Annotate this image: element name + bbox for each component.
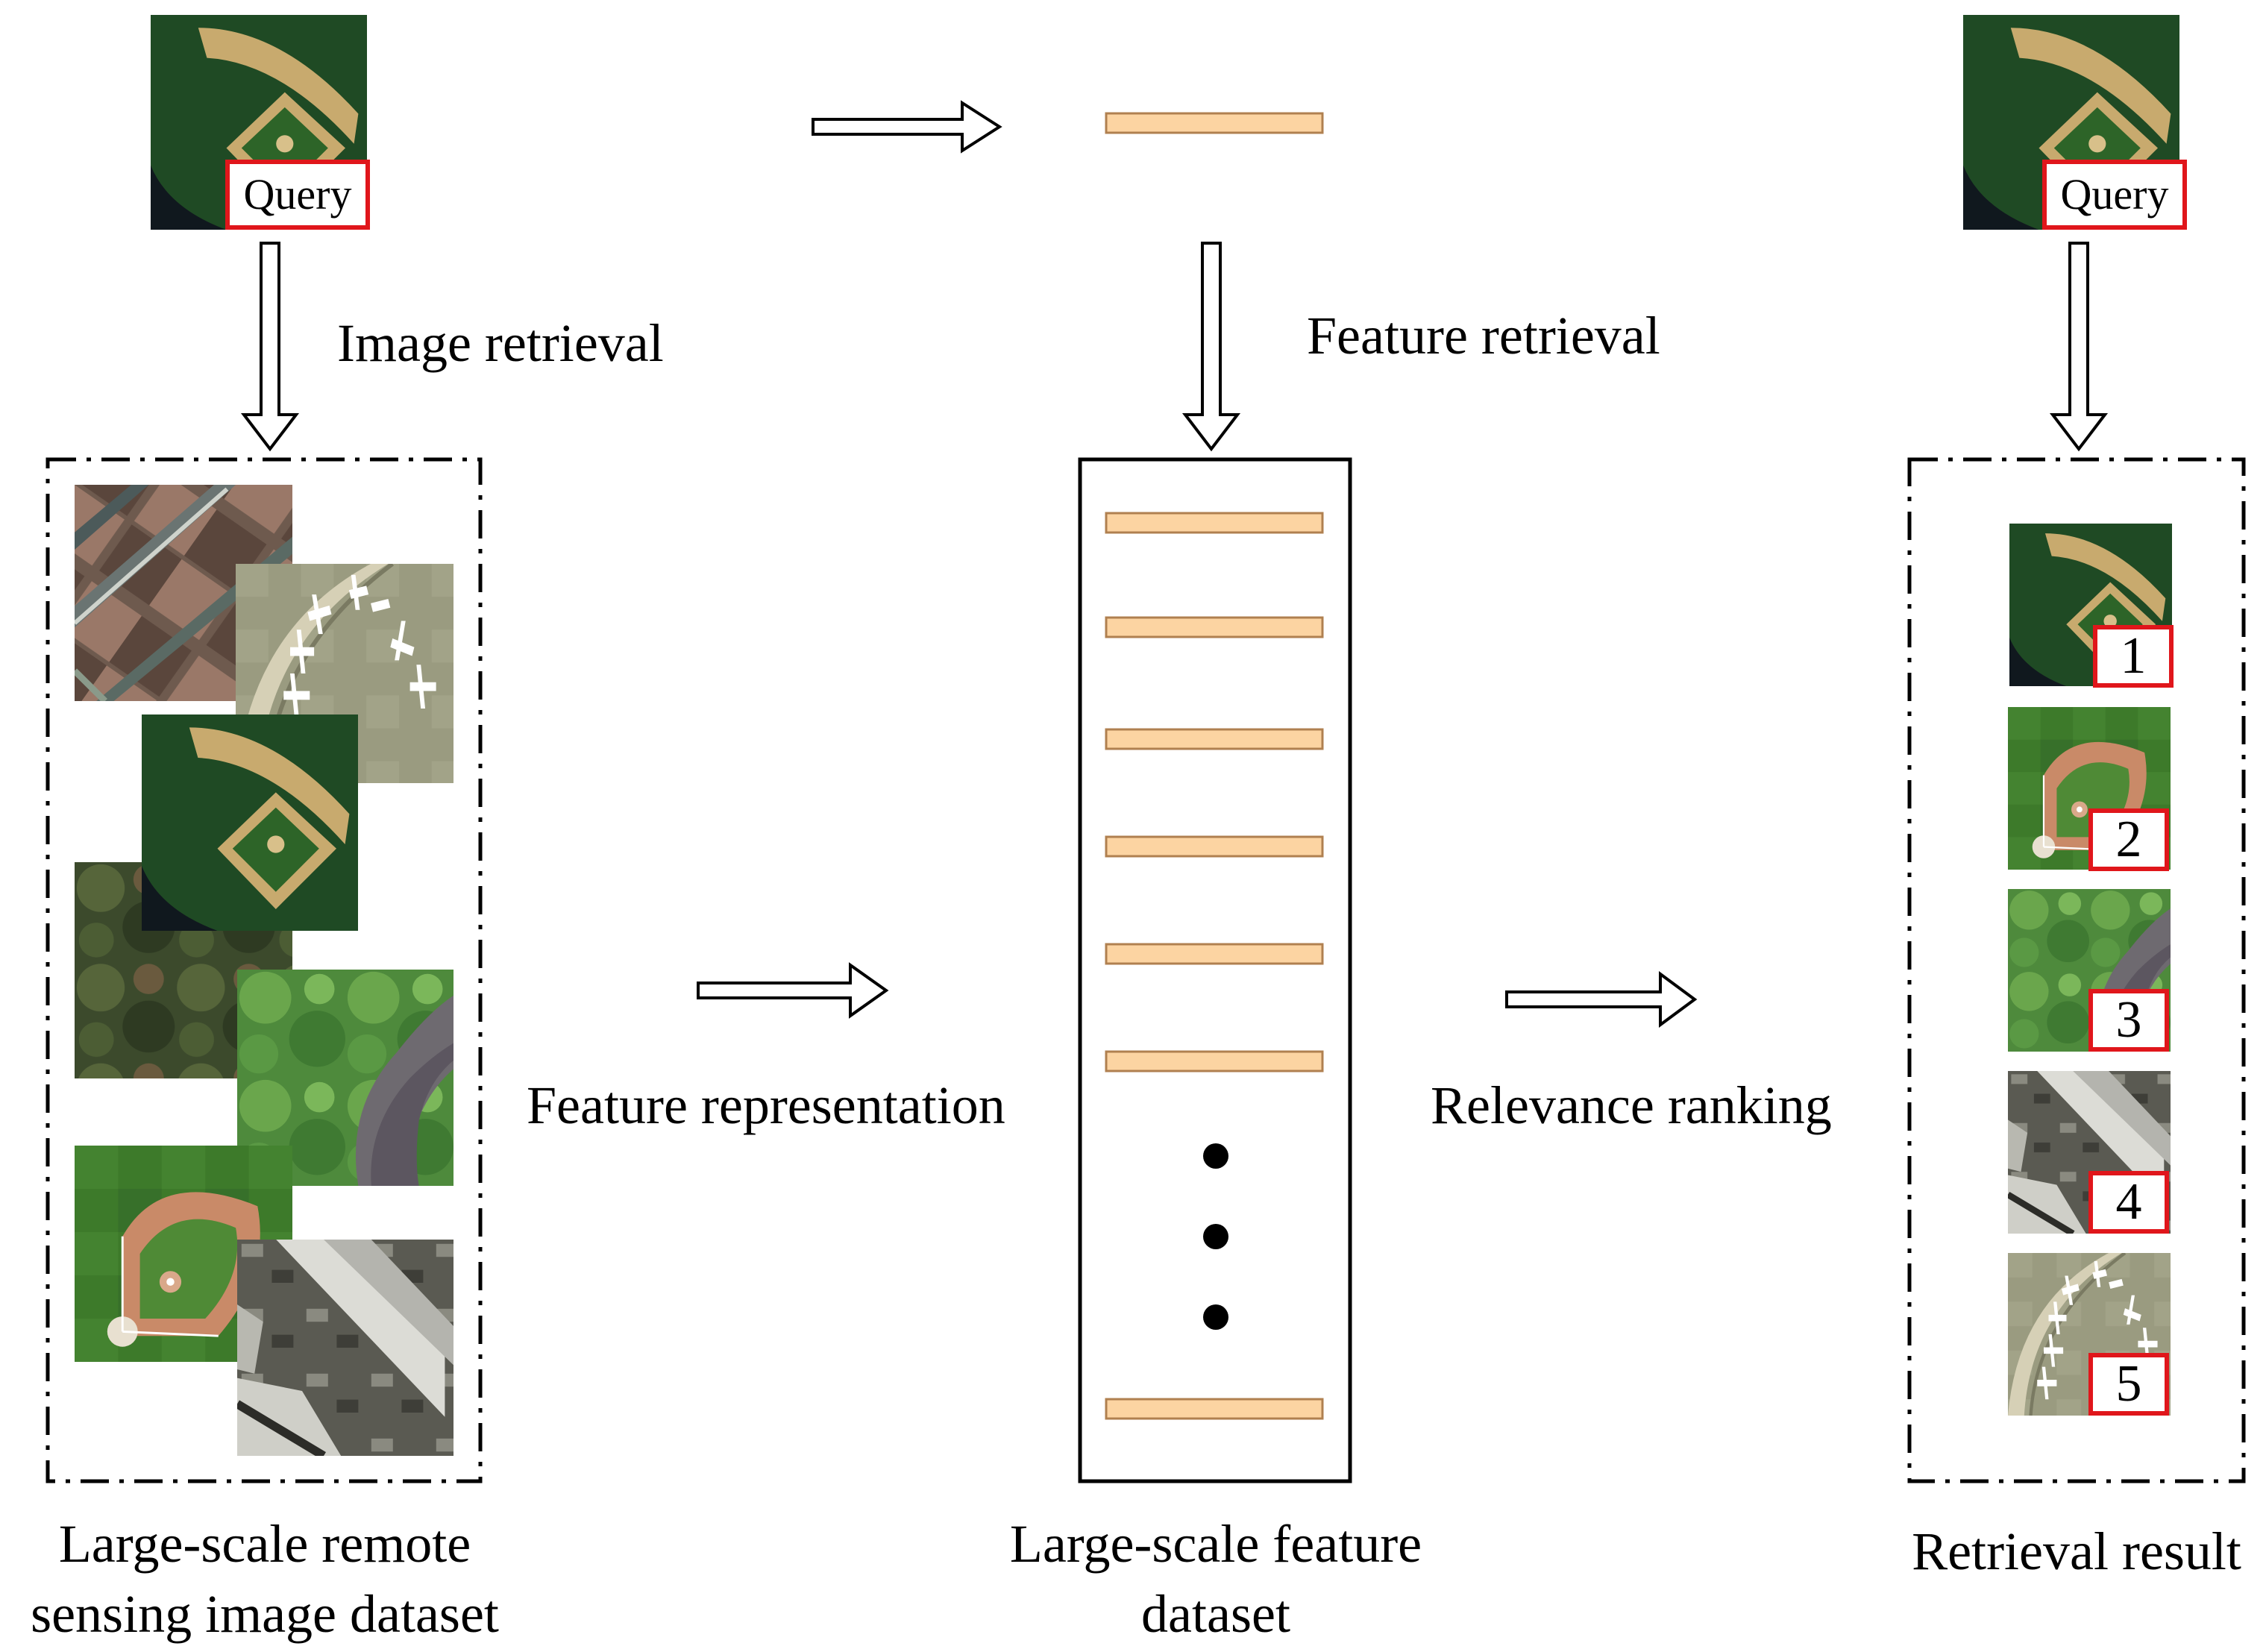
extract-arrow — [812, 100, 1002, 154]
feature-representation-label: Feature representation — [527, 1075, 1005, 1135]
thumb-buildings — [237, 1240, 453, 1456]
dataset-caption-line1: Large-scale remote — [58, 1514, 471, 1574]
thumb-baseball-diamond — [142, 714, 358, 931]
feature-representation-arrow — [697, 962, 889, 1019]
result-caption: Retrieval result — [1912, 1521, 2241, 1581]
relevance-ranking-arrow — [1505, 971, 1698, 1028]
relevance-ranking-label: Relevance ranking — [1431, 1075, 1832, 1135]
feature-bar — [1105, 1050, 1324, 1072]
feature-bar — [1105, 943, 1324, 965]
query-tag-left: Query — [225, 160, 370, 230]
feature-retrieval-arrow — [1184, 242, 1239, 450]
query-tag-right: Query — [2042, 160, 2187, 230]
feature-bar — [1105, 616, 1324, 638]
result-arrow — [2051, 242, 2106, 450]
query-feature-bar — [1105, 112, 1324, 134]
feature-caption-line2: dataset — [1141, 1584, 1290, 1644]
image-retrieval-arrow — [242, 242, 298, 450]
ellipsis-dot — [1203, 1224, 1228, 1249]
feature-caption-line1: Large-scale feature — [1009, 1514, 1422, 1574]
feature-bar — [1105, 835, 1324, 858]
rank-tag-4: 4 — [2088, 1171, 2169, 1234]
feature-bar — [1105, 728, 1324, 750]
feature-bar — [1105, 512, 1324, 534]
result-box — [1907, 457, 2246, 1483]
dataset-collage — [75, 485, 453, 1456]
rank-tag-3: 3 — [2088, 989, 2169, 1052]
feature-bars — [1105, 512, 1324, 1420]
ellipsis-dot — [1203, 1143, 1228, 1169]
rank-tag-1: 1 — [2093, 625, 2174, 688]
rank-tag-5: 5 — [2088, 1353, 2169, 1416]
feature-dataset-box — [1078, 457, 1352, 1483]
feature-bar — [1105, 1398, 1324, 1420]
ellipsis-dot — [1203, 1304, 1228, 1330]
dataset-caption-line2: sensing image dataset — [31, 1584, 499, 1644]
rank-tag-2: 2 — [2088, 808, 2169, 871]
dataset-box — [45, 457, 483, 1483]
feature-retrieval-label: Feature retrieval — [1307, 306, 1660, 365]
image-retrieval-label: Image retrieval — [337, 313, 664, 373]
